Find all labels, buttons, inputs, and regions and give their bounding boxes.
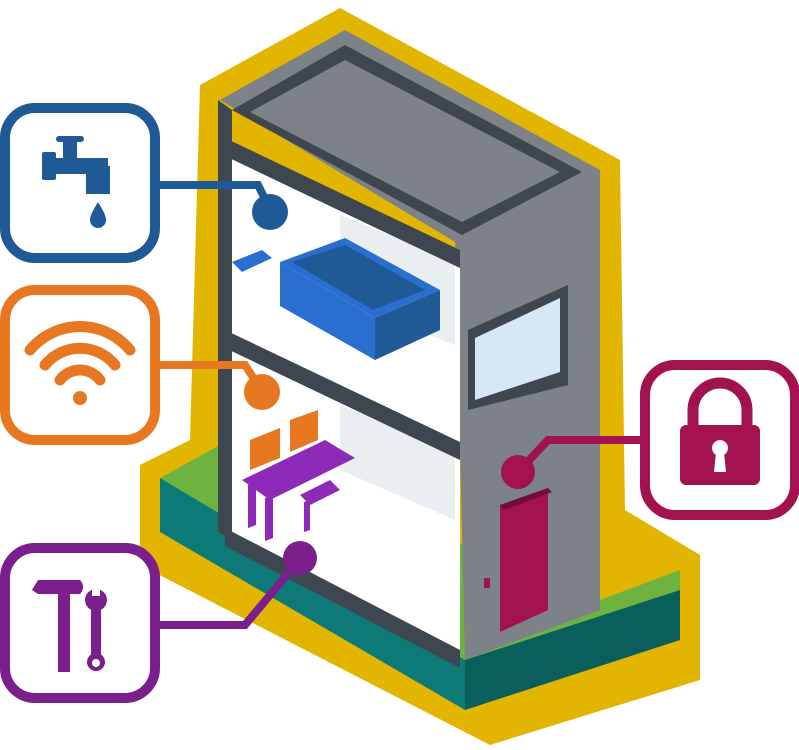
callout-maintenance (0, 543, 160, 703)
chair-front-leg (304, 500, 310, 532)
window-glass (475, 298, 560, 400)
door-edge (500, 488, 552, 510)
interior-back-wall-lower (340, 405, 455, 520)
chair-front (300, 480, 340, 505)
building-left-frame (218, 100, 232, 540)
ground-base-right (465, 590, 680, 710)
water-faucet-icon (42, 136, 110, 228)
chair-back-1 (250, 428, 280, 470)
floor-slab-bottom (225, 528, 460, 668)
floor-slab-upper (225, 138, 460, 268)
table-leg-left (248, 482, 256, 528)
callout-water (0, 103, 160, 263)
table-top (242, 440, 355, 500)
callout-wifi (0, 285, 160, 445)
bathtub-front (280, 262, 375, 360)
building-roof-recess (250, 60, 560, 222)
bathtub-inner (292, 245, 425, 310)
hammer-wrench-icon (32, 580, 107, 672)
wifi-icon (24, 321, 136, 405)
chair-back-2 (290, 410, 318, 452)
door (500, 488, 548, 632)
table-leg-right (265, 495, 273, 541)
padlock-icon (680, 377, 760, 485)
connector-tools-dot (283, 541, 317, 575)
bathtub-side (375, 290, 440, 360)
callout-security (640, 360, 799, 520)
connector-lock-dot (501, 455, 535, 489)
connector-wifi-dot (244, 374, 280, 410)
light-switch (484, 578, 490, 588)
connector-tools (160, 562, 299, 629)
floor-slab-middle (225, 330, 460, 460)
connector-water-dot (252, 194, 288, 230)
bathtub-faucet (232, 250, 272, 272)
